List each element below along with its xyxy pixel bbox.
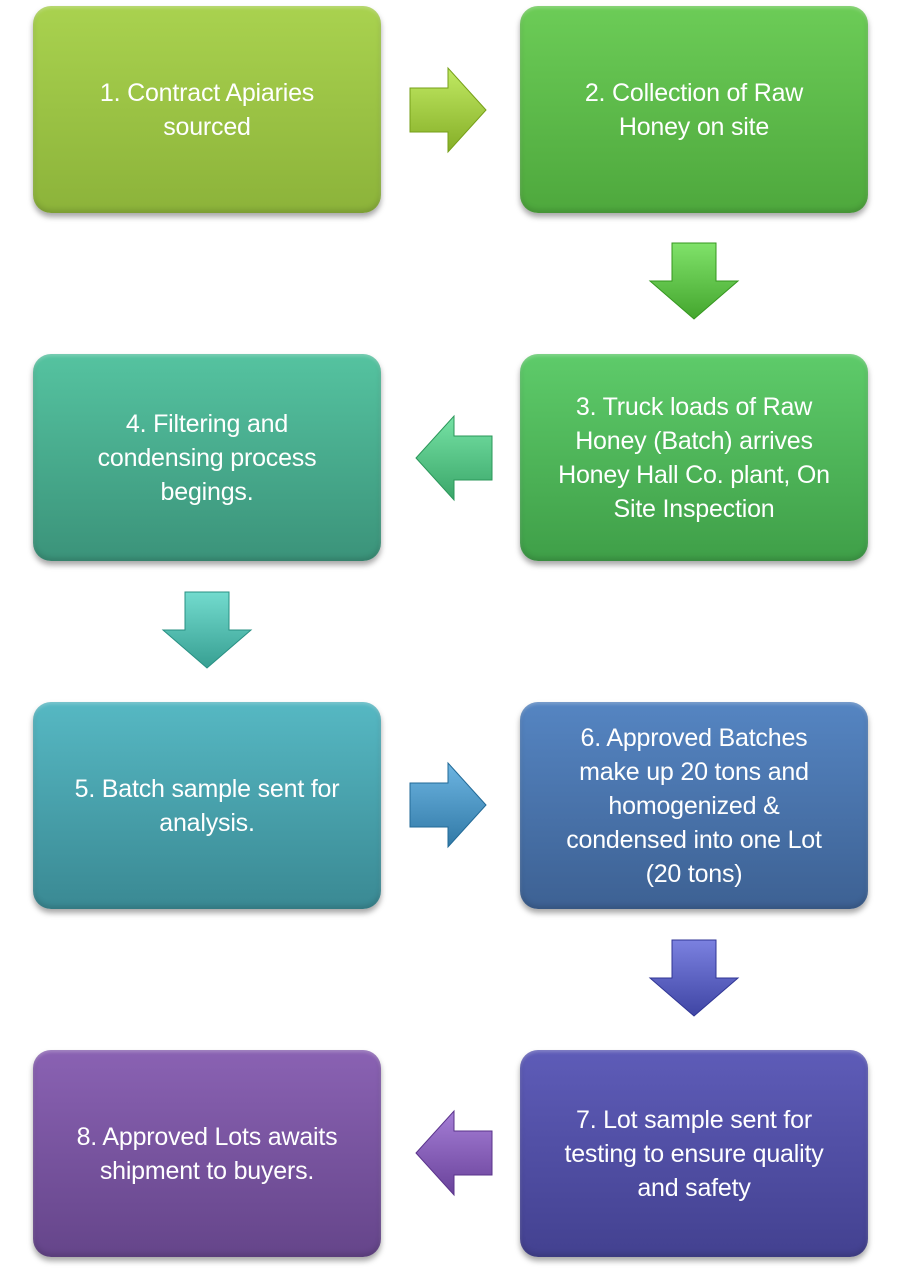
- step-2-collection-raw-honey: 2. Collection of Raw Honey on site: [520, 6, 868, 213]
- step-6-approved-batches-lot: 6. Approved Batches make up 20 tons and …: [520, 702, 868, 909]
- arrow-shape: [648, 939, 740, 1017]
- arrow-down-icon: [161, 591, 253, 669]
- arrow-shape: [648, 242, 740, 320]
- step-1-contract-apiaries: 1. Contract Apiaries sourced: [33, 6, 381, 213]
- step-5-label: 5. Batch sample sent for analysis.: [74, 774, 340, 837]
- arrow-left-icon: [415, 414, 493, 502]
- step-3-truck-loads-arrive: 3. Truck loads of Raw Honey (Batch) arri…: [520, 354, 868, 561]
- step-2-label: 2. Collection of Raw Honey on site: [584, 78, 804, 141]
- step-5-batch-sample-analysis: 5. Batch sample sent for analysis.: [33, 702, 381, 909]
- arrow-shape: [409, 66, 487, 154]
- step-1-label: 1. Contract Apiaries sourced: [99, 78, 315, 141]
- arrow-shape: [415, 1109, 493, 1197]
- step-7-label: 7. Lot sample sent for testing to ensure…: [564, 1105, 824, 1202]
- step-3-label: 3. Truck loads of Raw Honey (Batch) arri…: [558, 392, 830, 523]
- step-4-label: 4. Filtering and condensing process begi…: [97, 409, 317, 506]
- arrow-down-icon: [648, 242, 740, 320]
- arrow-down-icon: [648, 939, 740, 1017]
- arrow-shape: [415, 414, 493, 502]
- arrow-right-icon: [409, 761, 487, 849]
- step-8-label: 8. Approved Lots awaits shipment to buye…: [76, 1122, 338, 1185]
- step-8-awaits-shipment: 8. Approved Lots awaits shipment to buye…: [33, 1050, 381, 1257]
- arrow-shape: [409, 761, 487, 849]
- arrow-shape: [161, 591, 253, 669]
- step-6-label: 6. Approved Batches make up 20 tons and …: [566, 723, 822, 888]
- step-4-filtering-condensing: 4. Filtering and condensing process begi…: [33, 354, 381, 561]
- arrow-left-icon: [415, 1109, 493, 1197]
- step-7-lot-sample-testing: 7. Lot sample sent for testing to ensure…: [520, 1050, 868, 1257]
- arrow-right-icon: [409, 66, 487, 154]
